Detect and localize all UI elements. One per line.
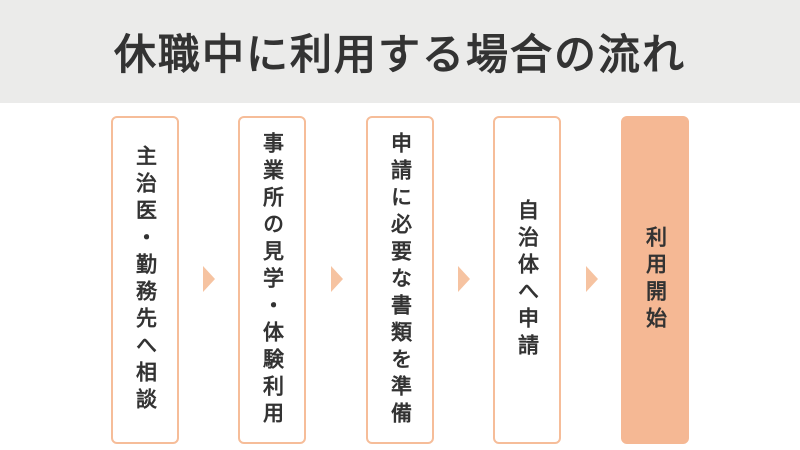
step-1-box: 主治医・勤務先へ相談 <box>111 116 179 444</box>
step-4-box: 自治体へ申請 <box>493 116 561 444</box>
page-title: 休職中に利用する場合の流れ <box>113 30 686 79</box>
step-2-label: 事業所の見学・体験利用 <box>260 131 285 429</box>
step-5-label: 利用開始 <box>643 226 668 334</box>
step-3-box: 申請に必要な書類を準備 <box>366 116 434 444</box>
arrow-right-icon <box>331 266 343 292</box>
step-2-box: 事業所の見学・体験利用 <box>238 116 306 444</box>
arrow-right-icon <box>458 266 470 292</box>
arrow-right-icon <box>586 266 598 292</box>
step-3-label: 申請に必要な書類を準備 <box>388 131 413 429</box>
step-5-box: 利用開始 <box>621 116 689 444</box>
arrow-right-icon <box>203 266 215 292</box>
step-4-label: 自治体へ申請 <box>515 199 540 361</box>
header-banner: 休職中に利用する場合の流れ <box>0 0 800 103</box>
step-1-label: 主治医・勤務先へ相談 <box>133 145 158 415</box>
